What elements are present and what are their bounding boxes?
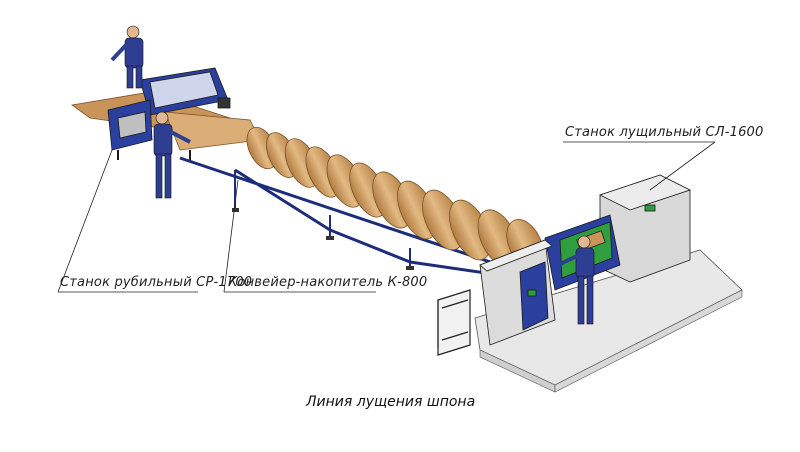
chopper-label: Станок рубильный СР-1700 — [60, 275, 253, 290]
outfeed-stand — [437, 289, 471, 356]
conveyor-feet — [232, 208, 414, 270]
veneer-loops — [246, 126, 544, 269]
lathe-machine — [479, 174, 692, 346]
worker-at-chopper-front — [153, 111, 191, 199]
lathe-label: Станок лущильный СЛ-1600 — [565, 125, 764, 140]
diagram-caption: Линия лущения шпона — [306, 394, 476, 410]
leader-lines — [57, 141, 716, 293]
conveyor-label: Конвейер-накопитель К-800 — [228, 275, 428, 290]
conveyor-frame — [179, 156, 521, 280]
worker-at-chopper-back — [110, 25, 144, 89]
chopper-machine — [107, 67, 231, 162]
worker-at-lathe — [559, 235, 595, 325]
concrete-platform — [474, 249, 743, 393]
